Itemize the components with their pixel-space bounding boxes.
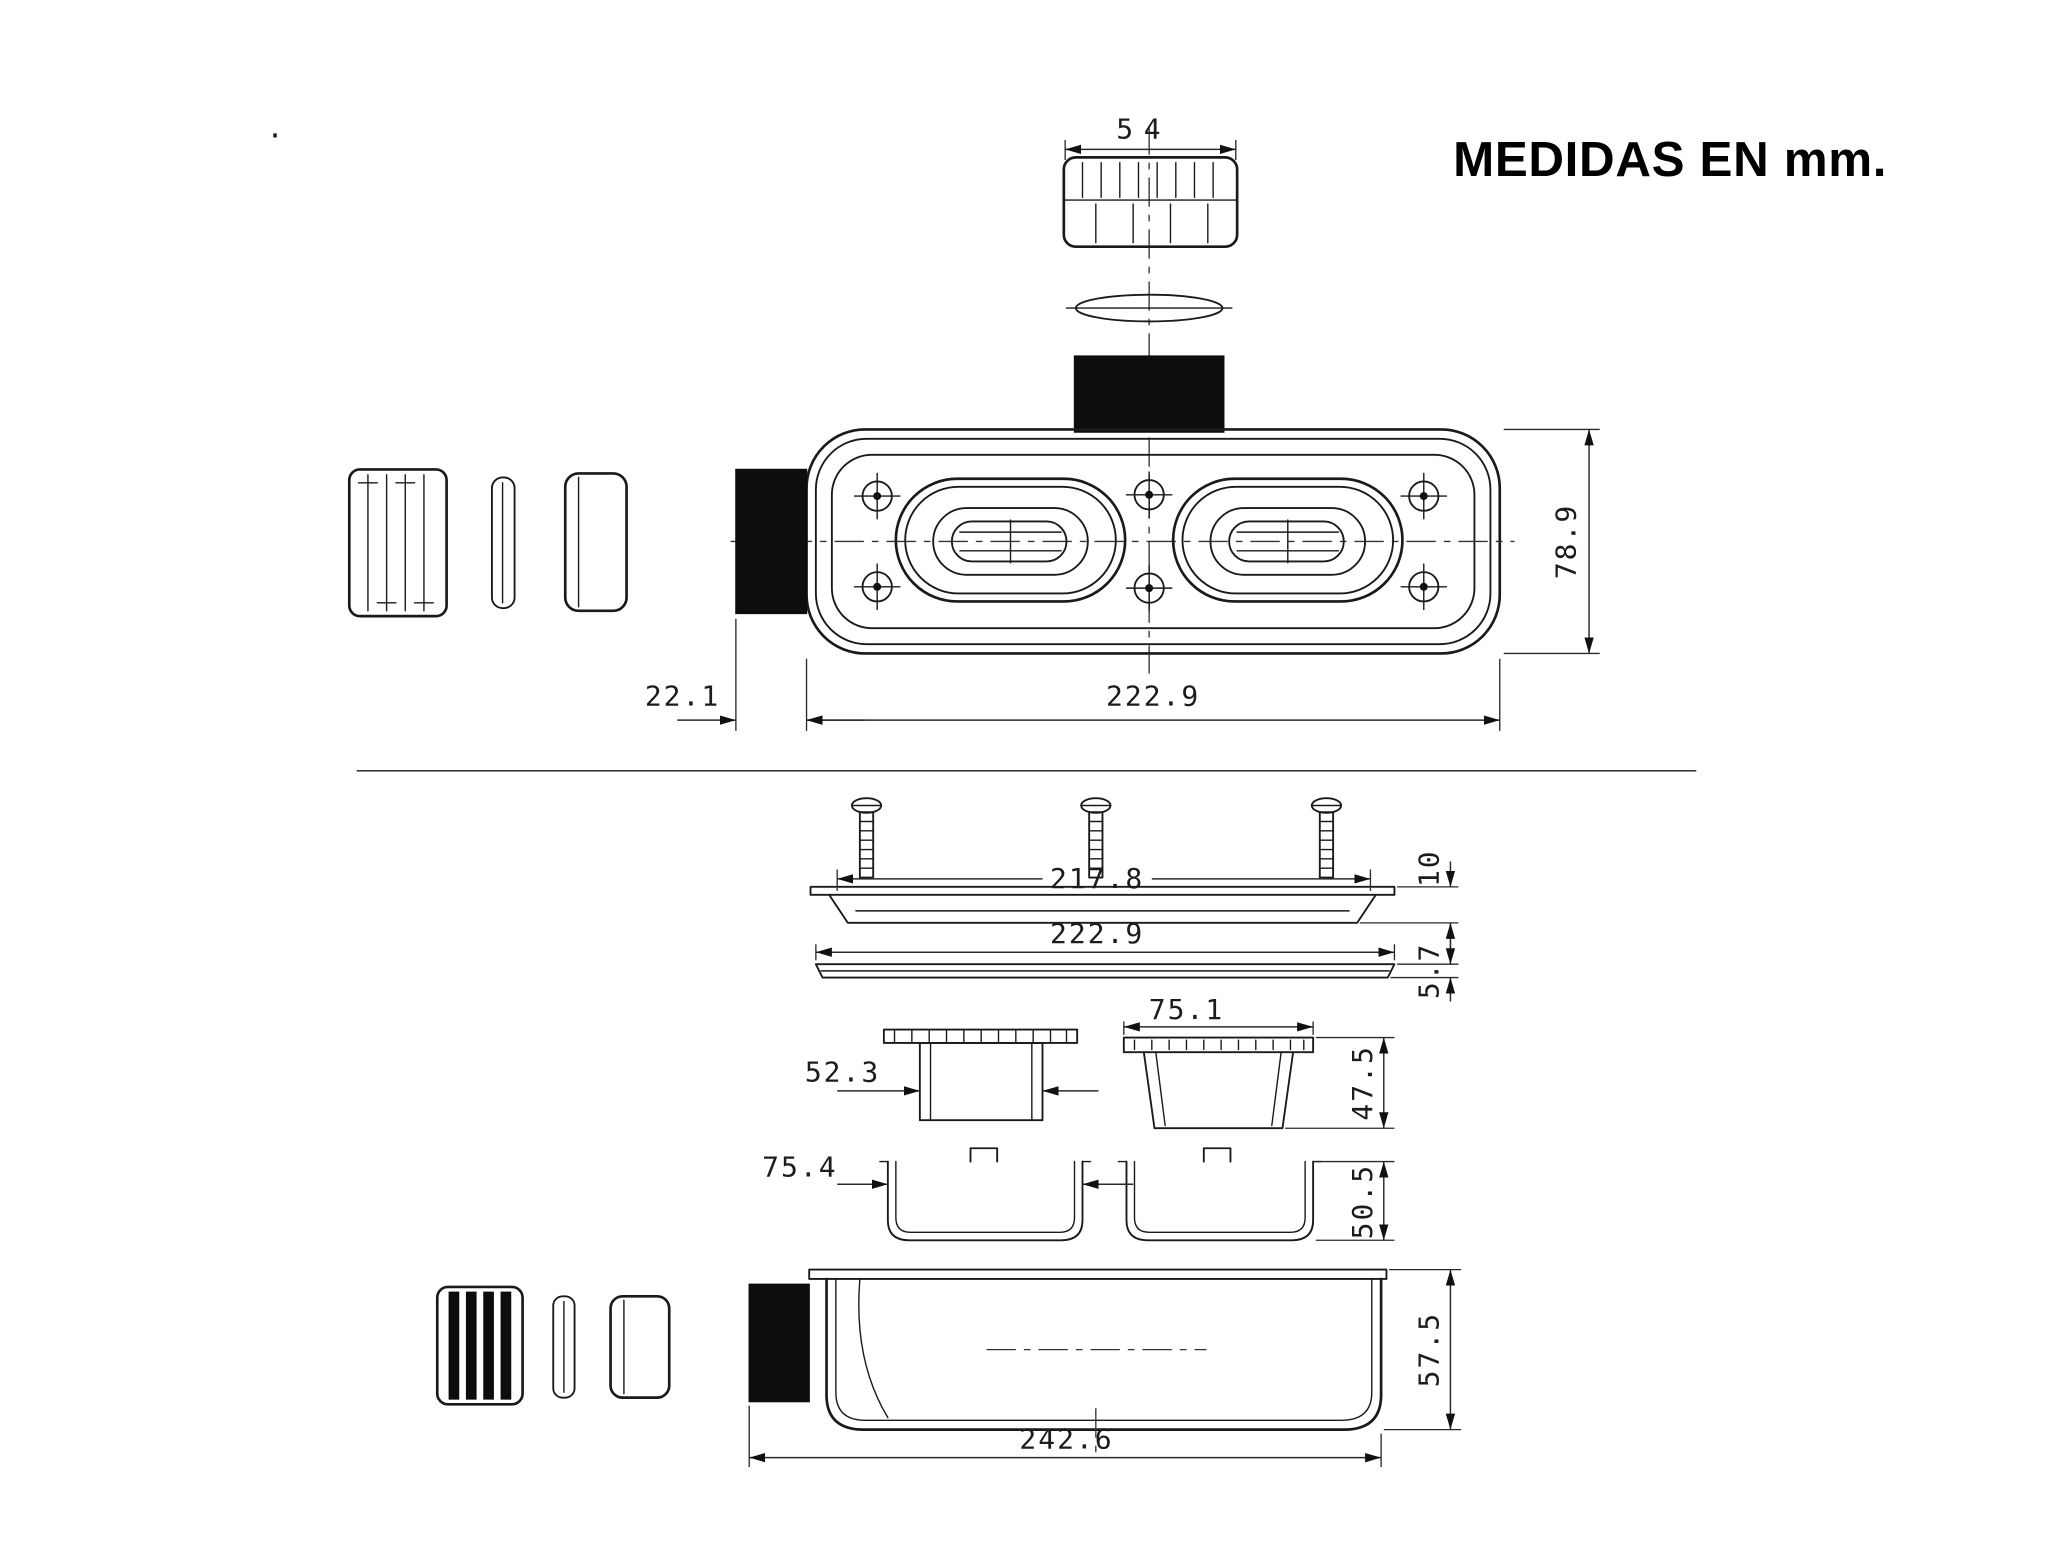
side-inlet-thread xyxy=(735,468,808,615)
title-block: MEDIDAS EN mm. . xyxy=(267,111,1887,187)
screw-marker-bottom-left xyxy=(853,563,901,611)
dim-label-body-length: 222.9 xyxy=(1106,679,1200,712)
lock-nut-side-view xyxy=(347,468,448,618)
dim-cup-height: 50.5 xyxy=(1315,1160,1395,1241)
dim-label-insert-height: 47.5 xyxy=(1346,1045,1379,1120)
dim-label-connector-offset: 22.1 xyxy=(645,679,720,712)
dim-connector-offset: 22.1 xyxy=(645,618,866,731)
dim-label-insert-small-width: 52.3 xyxy=(805,1056,880,1089)
trap-cup-right-side-view xyxy=(1117,1147,1322,1242)
compression-cap-bottom-view xyxy=(609,1294,671,1399)
exploded-side-section: 217.8 10 222.9 5.7 xyxy=(435,797,1462,1467)
screw-marker-top-right xyxy=(1400,472,1448,520)
dim-insert-small-width: 52.3 xyxy=(805,1056,1099,1096)
dim-seal-height: 5.7 xyxy=(1390,940,1459,1002)
stray-mark: . xyxy=(267,111,286,144)
dim-base-height: 57.5 xyxy=(1383,1268,1462,1431)
dim-label-base-length: 242.6 xyxy=(1019,1422,1113,1455)
screw-marker-top-left xyxy=(853,472,901,520)
dim-label-cup-height: 50.5 xyxy=(1346,1164,1379,1239)
dim-insert-height: 47.5 xyxy=(1285,1036,1395,1129)
dim-label-cup-width: 75.4 xyxy=(762,1150,837,1183)
dim-base-length: 242.6 xyxy=(748,1405,1382,1467)
screw-center xyxy=(1080,797,1112,879)
washer-top-view xyxy=(1065,293,1233,323)
dim-insert-large-width: 75.1 xyxy=(1123,993,1314,1035)
inlet-thread-bottom-view xyxy=(748,1283,810,1403)
dim-grate-length: 217.8 xyxy=(836,862,1372,895)
screw-right xyxy=(1310,797,1343,879)
body-top-view xyxy=(730,428,1515,655)
dim-label-insert-large-width: 75.1 xyxy=(1149,993,1224,1026)
left-drain-cover-top xyxy=(894,477,1127,603)
cap-top-view xyxy=(1062,156,1239,249)
dim-label-seal-length: 222.9 xyxy=(1050,917,1144,950)
dim-body-length: 222.9 xyxy=(806,658,1501,731)
lock-nut-bottom-view xyxy=(435,1285,524,1406)
base-body-side-view xyxy=(808,1268,1388,1454)
seal-side-view xyxy=(814,963,1396,979)
dim-body-width: 78.9 xyxy=(1503,428,1600,655)
compression-cap-side-view xyxy=(563,472,628,613)
screw-marker-top-center xyxy=(1125,471,1173,519)
dim-label-cap-width: 54 xyxy=(1116,113,1171,146)
dim-cap-width: 54 xyxy=(1064,113,1237,161)
flat-washer-side-view xyxy=(490,476,516,610)
screw-marker-bottom-right xyxy=(1400,563,1448,611)
insert-small-side-view xyxy=(882,1028,1079,1122)
dim-label-body-width: 78.9 xyxy=(1550,504,1583,579)
page-title: MEDIDAS EN mm. xyxy=(1453,132,1887,187)
right-drain-cover-top xyxy=(1171,477,1404,603)
trap-cup-left-side-view xyxy=(879,1147,1092,1242)
dim-label-base-height: 57.5 xyxy=(1412,1312,1445,1387)
dim-label-seal-height: 5.7 xyxy=(1412,943,1445,1000)
dim-label-grate-length: 217.8 xyxy=(1050,862,1144,895)
dim-grate-height: 10 xyxy=(1359,849,1459,949)
insert-large-side-view xyxy=(1122,1036,1315,1130)
flat-washer-bottom-view xyxy=(552,1295,576,1399)
dim-cup-width: 75.4 xyxy=(762,1150,1134,1189)
screw-marker-bottom-center xyxy=(1125,564,1173,612)
dim-label-grate-height: 10 xyxy=(1412,849,1445,887)
screw-left xyxy=(850,797,883,879)
threaded-outlet-top xyxy=(1073,355,1225,433)
top-view-section: 54 xyxy=(347,113,1600,731)
grate-side-view xyxy=(809,885,1396,924)
dim-seal-length: 222.9 xyxy=(815,917,1396,961)
